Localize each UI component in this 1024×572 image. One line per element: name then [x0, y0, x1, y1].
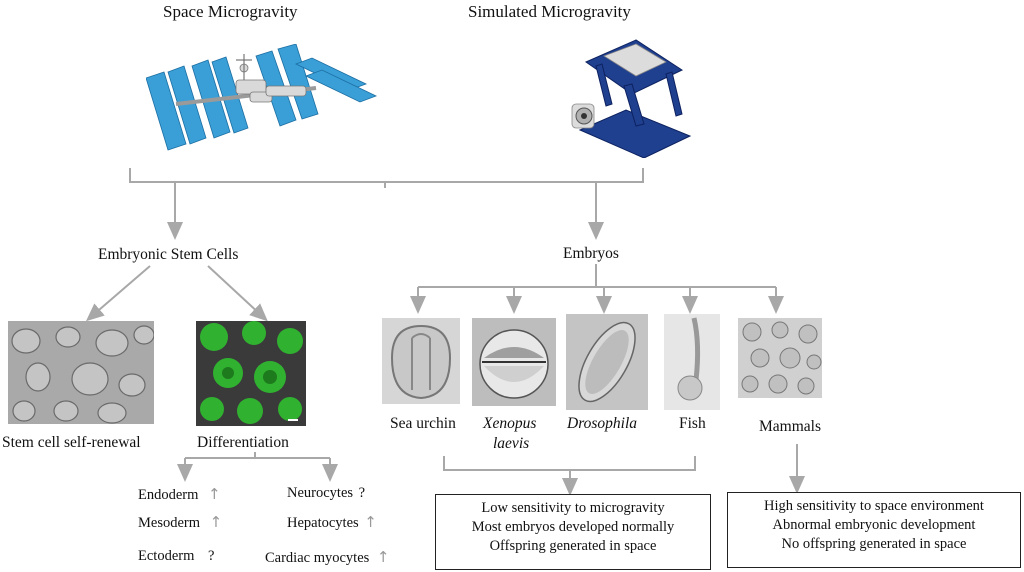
embryos-label: Embryos: [563, 245, 619, 262]
germ-layer-label: Ectoderm: [138, 548, 195, 564]
cell-type-cardiac-myocytes: Cardiac myocytes ↑: [265, 548, 390, 567]
increase-arrow-icon: ↑: [376, 548, 390, 566]
fish-embryo-image: [664, 314, 720, 410]
clinostat-device-icon: [571, 39, 692, 158]
drosophila-embryo-image: [566, 314, 648, 410]
unknown-mark: ?: [358, 485, 366, 501]
cell-type-neurocytes: Neurocytes ?: [287, 485, 365, 502]
xenopus-label-line1: Xenopus: [483, 415, 537, 432]
fish-label: Fish: [679, 415, 706, 432]
germ-layer-endoderm: Endoderm ↑: [138, 485, 221, 504]
outcome-line: Most embryos developed normally: [471, 519, 675, 535]
drosophila-label: Drosophila: [567, 415, 638, 432]
outcome-line: Low sensitivity to microgravity: [481, 500, 665, 516]
outcome-line: No offspring generated in space: [781, 536, 967, 552]
increase-arrow-icon: ↑: [209, 513, 223, 531]
cell-type-hepatocytes: Hepatocytes ↑: [287, 513, 377, 532]
cell-type-label: Cardiac myocytes: [265, 550, 370, 566]
sea-urchin-label: Sea urchin: [390, 415, 456, 432]
increase-arrow-icon: ↑: [208, 485, 221, 503]
space-station-icon: [146, 44, 378, 151]
xenopus-label-line2: laevis: [493, 435, 530, 452]
outcome-line: Abnormal embryonic development: [772, 517, 976, 533]
sea-urchin-embryo-image: [382, 318, 460, 404]
germ-layer-mesoderm: Mesoderm ↑: [138, 513, 222, 532]
stem-cell-micrograph: [8, 321, 154, 424]
differentiation-label: Differentiation: [197, 434, 289, 451]
increase-arrow-icon: ↑: [364, 513, 377, 531]
germ-layer-label: Mesoderm: [138, 515, 201, 531]
embryonic-stem-cells-label: Embryonic Stem Cells: [98, 246, 239, 263]
space-microgravity-title: Space Microgravity: [163, 2, 298, 21]
stem-cell-self-renewal-label: Stem cell self-renewal: [2, 434, 141, 451]
outcome-line: High sensitivity to space environment: [764, 498, 984, 514]
xenopus-embryo-image: [472, 318, 556, 406]
outcome-line: Offspring generated in space: [489, 538, 657, 554]
high-sensitivity-box: High sensitivity to space environment Ab…: [727, 492, 1021, 568]
mammal-embryos-image: [738, 318, 822, 398]
simulated-microgravity-title: Simulated Microgravity: [468, 2, 631, 21]
germ-layer-label: Endoderm: [138, 487, 199, 503]
low-sensitivity-box: Low sensitivity to microgravity Most emb…: [435, 494, 711, 570]
cell-type-label: Neurocytes: [287, 485, 354, 501]
cell-type-label: Hepatocytes: [287, 515, 359, 531]
mammals-label: Mammals: [759, 418, 821, 435]
unknown-mark: ?: [208, 548, 215, 564]
differentiation-fluorescence-image: [196, 321, 306, 426]
germ-layer-ectoderm: Ectoderm ?: [138, 548, 214, 565]
